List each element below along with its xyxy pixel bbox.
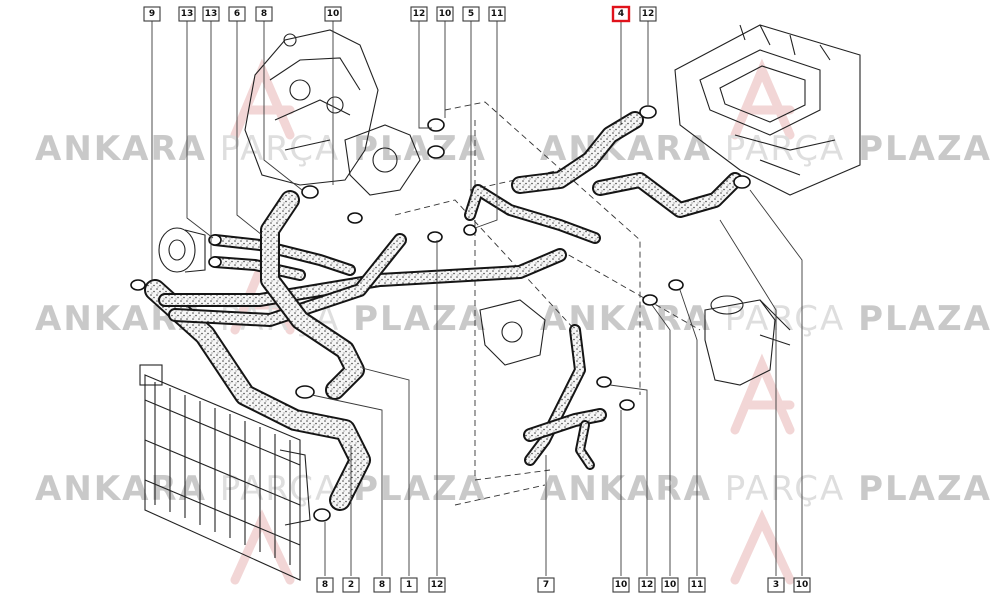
svg-text:11: 11: [491, 9, 504, 19]
svg-text:7: 7: [543, 580, 549, 590]
svg-text:4: 4: [618, 9, 624, 19]
hose-clamp: [639, 105, 657, 119]
callout-label: 8: [316, 577, 334, 593]
svg-text:11: 11: [691, 580, 704, 590]
svg-text:10: 10: [439, 9, 452, 19]
svg-text:3: 3: [773, 580, 779, 590]
hose-clamp: [642, 294, 658, 306]
radiator: [139, 364, 311, 581]
svg-text:2: 2: [348, 580, 354, 590]
callout-label: 12: [638, 577, 656, 593]
svg-text:12: 12: [641, 580, 654, 590]
svg-text:5: 5: [468, 9, 474, 19]
hoses: [144, 111, 743, 511]
oil-cooler: [158, 227, 206, 273]
callout-label: 11: [688, 577, 706, 593]
callout-label: 12: [428, 577, 446, 593]
svg-text:10: 10: [327, 9, 340, 19]
watermark-text: ANKARA PARÇA PLAZA: [35, 129, 487, 169]
watermark-text: ANKARA PARÇA PLAZA: [540, 299, 992, 339]
hose-clamp: [463, 224, 477, 236]
svg-text:10: 10: [615, 580, 628, 590]
svg-text:10: 10: [796, 580, 809, 590]
callout-label: 6: [228, 6, 246, 22]
callout-label: 12: [410, 6, 428, 22]
callout-label: 9: [143, 6, 161, 22]
hose-clamp: [427, 231, 443, 243]
watermark-logo: [230, 509, 295, 585]
svg-text:13: 13: [181, 9, 194, 19]
svg-text:6: 6: [234, 9, 240, 19]
svg-text:8: 8: [322, 580, 328, 590]
water-pump: [479, 299, 546, 366]
svg-text:12: 12: [431, 580, 444, 590]
heater-box: [674, 24, 861, 196]
callout-label: 5: [462, 6, 480, 22]
hose-clamp: [295, 385, 315, 399]
svg-text:8: 8: [261, 9, 267, 19]
hose-clamp: [427, 145, 445, 159]
hose-clamp: [130, 279, 146, 291]
callout-label: 13: [178, 6, 196, 22]
callout-label: 11: [488, 6, 506, 22]
watermark-text-group: ANKARA PARÇA PLAZA ANKARA PARÇA PLAZA AN…: [35, 129, 992, 509]
callout-label: 2: [342, 577, 360, 593]
watermark-logo: [230, 58, 295, 140]
callout-label: 10: [324, 6, 342, 22]
callout-label: 8: [255, 6, 273, 22]
hose-clamp: [668, 279, 684, 291]
expansion-tank: [704, 295, 791, 386]
callout-label: 10: [793, 577, 811, 593]
svg-text:12: 12: [413, 9, 426, 19]
watermark-logo: [730, 509, 795, 585]
svg-text:8: 8: [379, 580, 385, 590]
callout-label: 12: [639, 6, 657, 22]
watermark-text: ANKARA PARÇA PLAZA: [35, 469, 487, 509]
hose-clamp: [301, 185, 319, 199]
svg-text:12: 12: [642, 9, 655, 19]
svg-text:13: 13: [205, 9, 218, 19]
watermark-logo: [730, 58, 795, 140]
callout-label-highlighted: 4: [611, 5, 631, 23]
callouts-top: 9 13 13 6 8 10 12 10 5 11 4 12: [143, 5, 657, 23]
hose-clamp: [427, 118, 445, 132]
callout-label: 7: [537, 577, 555, 593]
hose-clamps: [130, 105, 751, 522]
callout-label: 10: [661, 577, 679, 593]
svg-text:9: 9: [149, 9, 155, 19]
svg-text:1: 1: [406, 580, 412, 590]
leader-lines: [151, 21, 803, 576]
svg-text:10: 10: [664, 580, 677, 590]
watermark-text: ANKARA PARÇA PLAZA: [540, 469, 992, 509]
callout-label: 10: [436, 6, 454, 22]
hose-clamp: [208, 256, 222, 268]
hose-clamp: [733, 175, 751, 189]
hose-clamp: [619, 399, 635, 411]
hose-clamp: [347, 212, 363, 224]
hose-clamp: [596, 376, 612, 388]
callouts-bottom: 8 2 8 1 12 7 10 12 10 11 3 10: [316, 577, 811, 593]
hose-clamp: [313, 508, 331, 522]
callout-label: 13: [202, 6, 220, 22]
callout-label: 8: [373, 577, 391, 593]
callout-label: 10: [612, 577, 630, 593]
watermark-logo: [730, 353, 795, 435]
callout-label: 1: [400, 577, 418, 593]
engine-block: [244, 29, 421, 196]
callout-label: 3: [767, 577, 785, 593]
